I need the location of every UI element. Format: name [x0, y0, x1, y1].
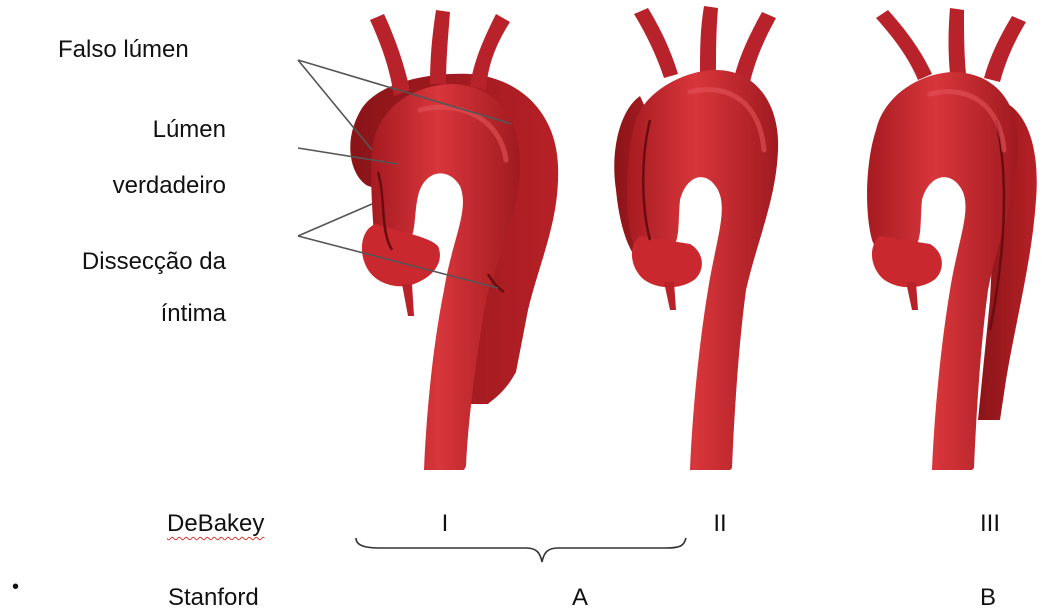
label-intimal-flap-line1: Dissecção da — [82, 248, 226, 276]
arch-branch — [430, 10, 450, 84]
stanford-type-b: B — [968, 584, 1008, 612]
label-false-lumen: Falso lúmen — [58, 36, 189, 64]
label-stanford: Stanford — [168, 584, 259, 612]
arch-branch — [700, 6, 718, 74]
arch-branch — [984, 16, 1026, 82]
arch-branch — [734, 12, 776, 82]
debakey-type-i: I — [425, 510, 465, 538]
coronary-stump — [402, 284, 414, 316]
aortic-root — [872, 236, 942, 287]
arch-branch — [634, 8, 678, 78]
coronary-stump — [664, 282, 676, 310]
leader-line-false-lumen — [298, 60, 372, 150]
aorta-type-i — [350, 10, 558, 470]
bracket-stanford-a — [356, 538, 686, 562]
debakey-type-ii: II — [700, 510, 740, 538]
debakey-type-iii: III — [965, 510, 1015, 538]
stanford-type-a: A — [560, 584, 600, 612]
leader-line-intimal-flap — [298, 204, 372, 236]
bullet: • — [12, 576, 19, 599]
aorta-type-ii — [614, 6, 778, 470]
arch-branch — [876, 10, 932, 80]
coronary-stump — [906, 282, 918, 310]
label-debakey: DeBakey — [167, 510, 264, 538]
aortic-root — [632, 236, 702, 287]
label-true-lumen-line1: Lúmen — [153, 116, 226, 144]
label-intimal-flap-line2: íntima — [161, 300, 226, 328]
label-true-lumen-line2: verdadeiro — [113, 172, 226, 200]
arch-branch — [949, 8, 967, 74]
aorta-type-iii — [867, 8, 1037, 470]
